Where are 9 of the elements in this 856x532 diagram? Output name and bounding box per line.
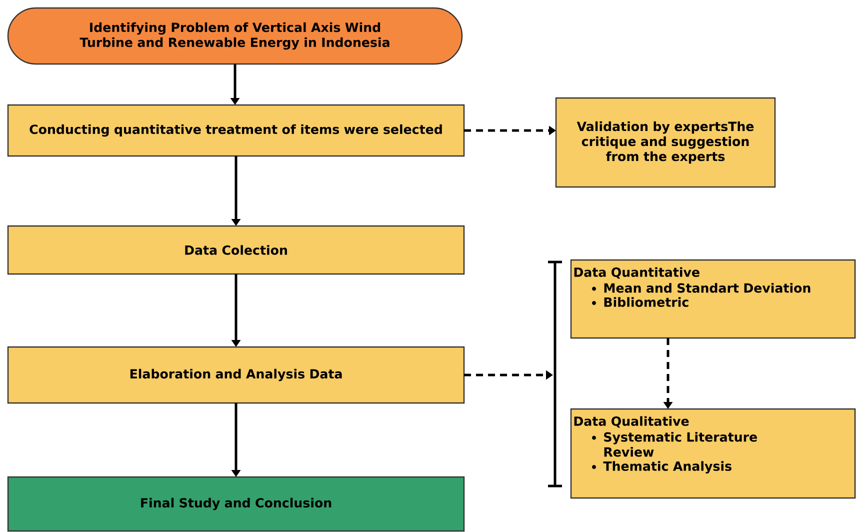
- process-box: Conducting quantitative treatment of items were selected: [7, 104, 465, 157]
- process-box: Validation by expertsThe critique and suggestion from the experts: [555, 97, 776, 188]
- list-box: Data Quantitative Mean and Standart Deviation Bibliometric: [570, 259, 856, 339]
- process-box: Data Colection: [7, 225, 465, 275]
- start-terminal: Identifying Problem of Vertical Axis Wind Turbine and Renewable Energy in Indonesia: [7, 7, 463, 65]
- end-box: Final Study and Conclusion: [7, 476, 465, 532]
- process-box: Elaboration and Analysis Data: [7, 346, 465, 404]
- bracket: [546, 260, 564, 488]
- list-box: Data Qualitative Systematic Literature Review Thematic Analysis: [570, 408, 856, 499]
